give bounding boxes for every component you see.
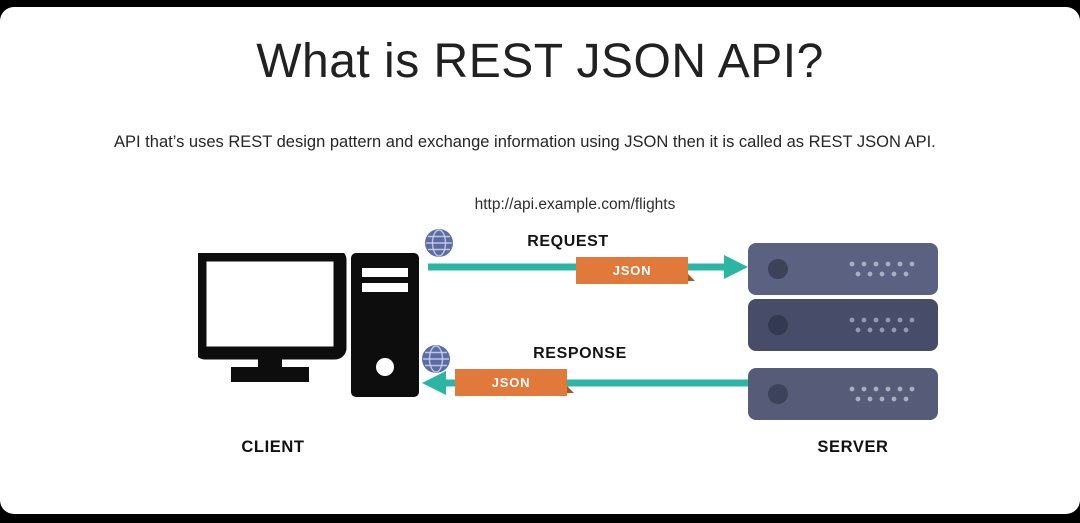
server-unit-icon (748, 299, 938, 351)
globe-icon (425, 229, 453, 257)
server-unit-icon (748, 368, 938, 420)
api-endpoint-url: http://api.example.com/flights (474, 196, 676, 213)
json-badge: JSON (576, 257, 695, 284)
server-label: SERVER (817, 438, 889, 456)
slide-description: API that’s uses REST design pattern and … (114, 133, 936, 151)
globe-icon (422, 345, 450, 373)
response-label: RESPONSE (533, 345, 627, 362)
server-unit-icon (748, 243, 938, 295)
client-computer-icon (198, 253, 419, 397)
request-label: REQUEST (527, 233, 609, 250)
client-label: CLIENT (241, 438, 305, 456)
page-title: What is REST JSON API? (256, 35, 824, 88)
json-badge: JSON (455, 369, 574, 396)
